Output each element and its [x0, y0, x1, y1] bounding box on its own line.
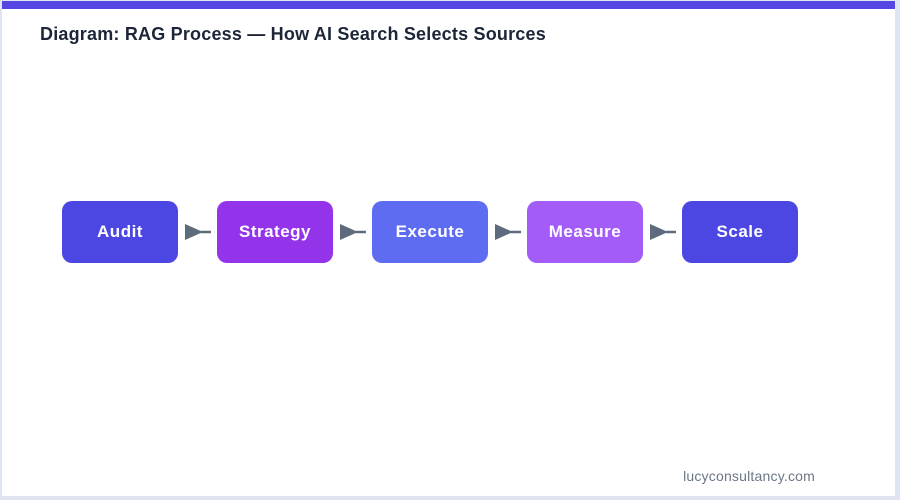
footer-website: lucyconsultancy.com: [683, 468, 815, 484]
page-title: Diagram: RAG Process — How AI Search Sel…: [40, 24, 546, 44]
flow-step-audit: Audit: [62, 201, 178, 263]
right-arrow-icon: [488, 201, 527, 263]
right-arrow-icon: [643, 201, 682, 263]
flow-step-measure: Measure: [527, 201, 643, 263]
flow-step-label: Strategy: [238, 222, 312, 241]
flow-step-label: Audit: [97, 222, 143, 241]
flow-step-execute: Execute: [372, 201, 488, 263]
flow-step-label: Scale: [716, 222, 764, 241]
flow-step-scale: Scale: [682, 201, 798, 263]
flow-step-strategy: Strategy: [217, 201, 333, 263]
top-accent-bar: [2, 1, 895, 9]
flow-step-label: Execute: [395, 222, 465, 241]
right-arrow-icon: [333, 201, 372, 263]
right-arrow-icon: [178, 201, 217, 263]
flow-step-label: Measure: [548, 222, 622, 241]
flow-diagram: Audit Strategy Execute: [62, 201, 798, 263]
